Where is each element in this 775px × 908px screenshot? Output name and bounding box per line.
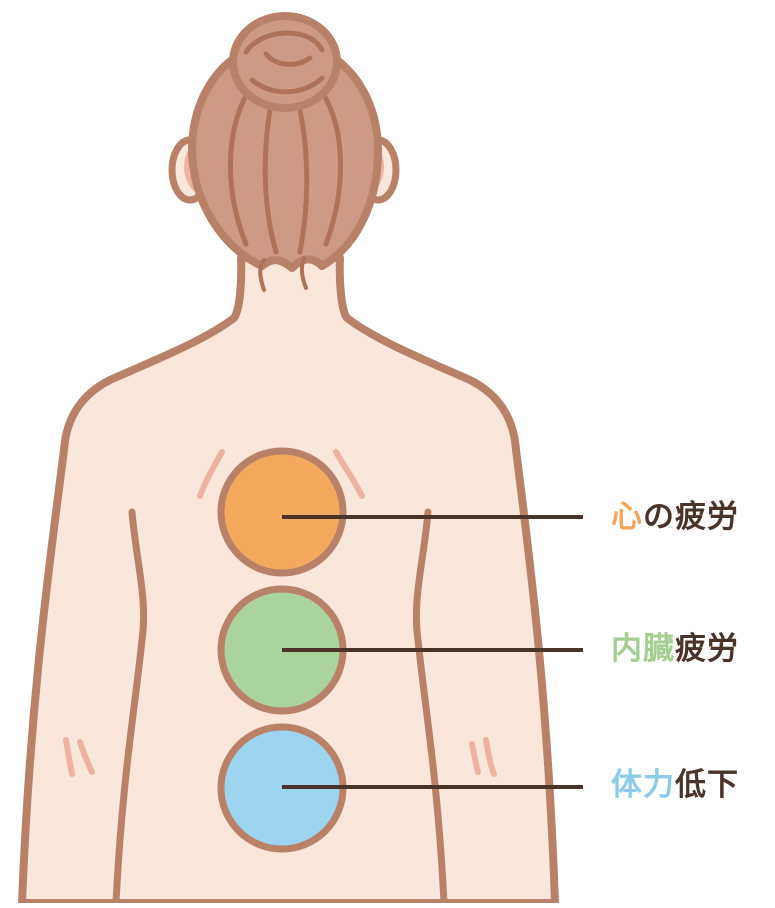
label-stamina-decline-rest: 低下 — [675, 767, 739, 803]
label-organ-fatigue-accent: 内臓 — [611, 631, 675, 667]
label-heart-fatigue: 心の疲労 — [611, 502, 739, 533]
right-arm-line — [412, 508, 448, 907]
elbow-mark-left-2 — [77, 739, 95, 775]
heart-fatigue-circle — [217, 447, 347, 577]
elbow-mark-right — [483, 737, 497, 777]
bun-swirl-1 — [243, 30, 325, 55]
hair-strand-2 — [262, 107, 279, 255]
label-organ-fatigue-rest: 疲労 — [675, 631, 739, 667]
neck-wisp-left — [258, 258, 266, 292]
label-stamina-decline-accent: 体力 — [611, 767, 675, 803]
hair — [188, 38, 382, 272]
label-heart-fatigue-accent: 心 — [611, 499, 643, 535]
bun-swirl-3 — [263, 51, 313, 67]
shoulder-blade-left — [197, 449, 225, 499]
elbow-mark-right-2 — [469, 741, 481, 775]
label-heart-fatigue-rest: の疲労 — [643, 499, 739, 535]
bun-swirl-2 — [249, 75, 325, 95]
label-stamina-decline: 体力低下 — [611, 770, 739, 801]
hair-strand-3 — [297, 107, 310, 255]
hair-strand-1 — [227, 89, 251, 247]
elbow-mark-left — [63, 737, 75, 777]
label-organ-fatigue: 内臓疲労 — [611, 634, 739, 665]
left-arm-line — [112, 508, 148, 907]
neck-wisp-right — [299, 256, 308, 290]
hair-strand-4 — [319, 89, 344, 247]
shoulder-blade-right — [333, 449, 365, 499]
